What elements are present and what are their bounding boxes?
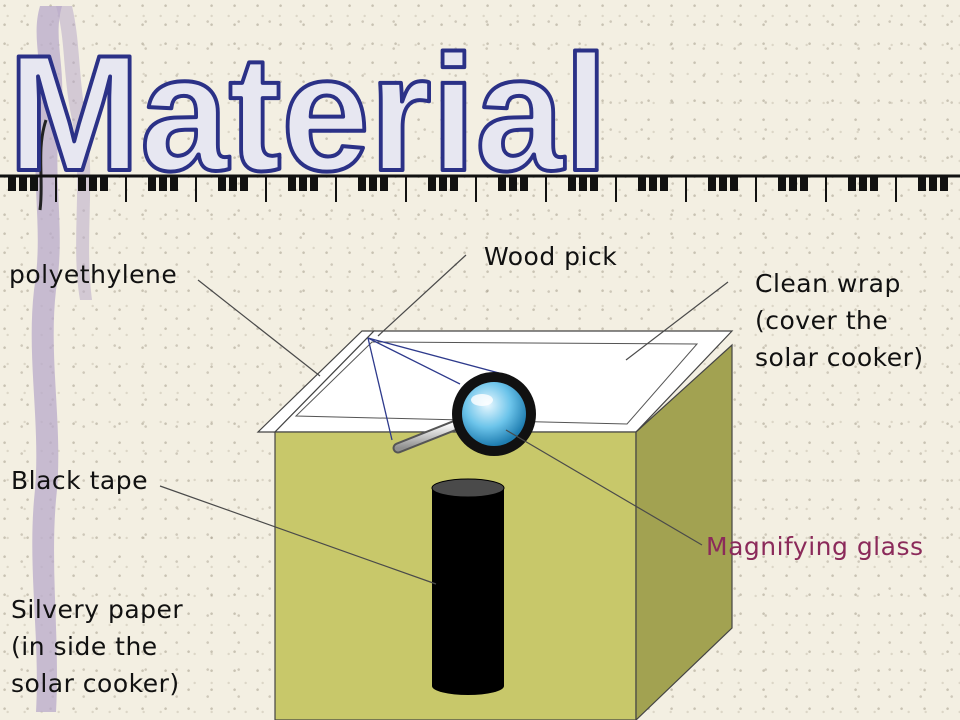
piano-key	[229, 176, 237, 191]
piano-key	[170, 176, 178, 191]
piano-key	[218, 176, 226, 191]
piano-key	[778, 176, 786, 191]
piano-key	[498, 176, 506, 191]
piano-key	[78, 176, 86, 191]
piano-key	[708, 176, 716, 191]
piano-key	[439, 176, 447, 191]
black-tape-tube	[431, 478, 505, 695]
leader-clean-wrap	[625, 281, 729, 361]
piano-keys-strip	[0, 174, 960, 202]
label-magnifying-glass: Magnifying glass	[706, 532, 924, 561]
piano-key	[590, 176, 598, 191]
piano-key	[918, 176, 926, 191]
piano-key	[159, 176, 167, 191]
piano-key	[870, 176, 878, 191]
piano-key	[19, 176, 27, 191]
piano-key	[568, 176, 576, 191]
piano-key	[299, 176, 307, 191]
piano-key	[660, 176, 668, 191]
piano-key	[8, 176, 16, 191]
piano-key	[579, 176, 587, 191]
piano-key	[520, 176, 528, 191]
label-polyethylene: polyethylene	[9, 260, 178, 289]
box-side-face	[635, 343, 733, 720]
piano-key	[30, 176, 38, 191]
label-clean-wrap: Clean wrap (cover the solar cooker)	[755, 269, 924, 372]
piano-key	[148, 176, 156, 191]
piano-key	[929, 176, 937, 191]
decorative-ribbon	[31, 6, 92, 712]
piano-key	[310, 176, 318, 191]
piano-key	[859, 176, 867, 191]
leader-wood-pick	[377, 254, 467, 337]
piano-key	[940, 176, 948, 191]
piano-key	[719, 176, 727, 191]
piano-key	[789, 176, 797, 191]
piano-key	[358, 176, 366, 191]
piano-key	[240, 176, 248, 191]
label-silvery-paper: Silvery paper (in side the solar cooker)	[11, 595, 184, 698]
piano-key	[380, 176, 388, 191]
piano-key	[89, 176, 97, 191]
label-black-tape: Black tape	[11, 466, 148, 495]
piano-key	[450, 176, 458, 191]
leader-polyethylene	[197, 279, 321, 377]
piano-key	[800, 176, 808, 191]
wood-pick	[367, 337, 511, 441]
piano-key	[288, 176, 296, 191]
piano-key	[369, 176, 377, 191]
piano-key	[100, 176, 108, 191]
label-wood-pick: Wood pick	[484, 242, 618, 271]
piano-key	[509, 176, 517, 191]
leader-lines	[159, 254, 729, 585]
leader-magnifying-glass	[505, 429, 703, 546]
piano-key	[428, 176, 436, 191]
piano-key	[638, 176, 646, 191]
piano-key	[848, 176, 856, 191]
piano-key	[730, 176, 738, 191]
piano-key	[649, 176, 657, 191]
leader-black-tape	[159, 485, 437, 585]
